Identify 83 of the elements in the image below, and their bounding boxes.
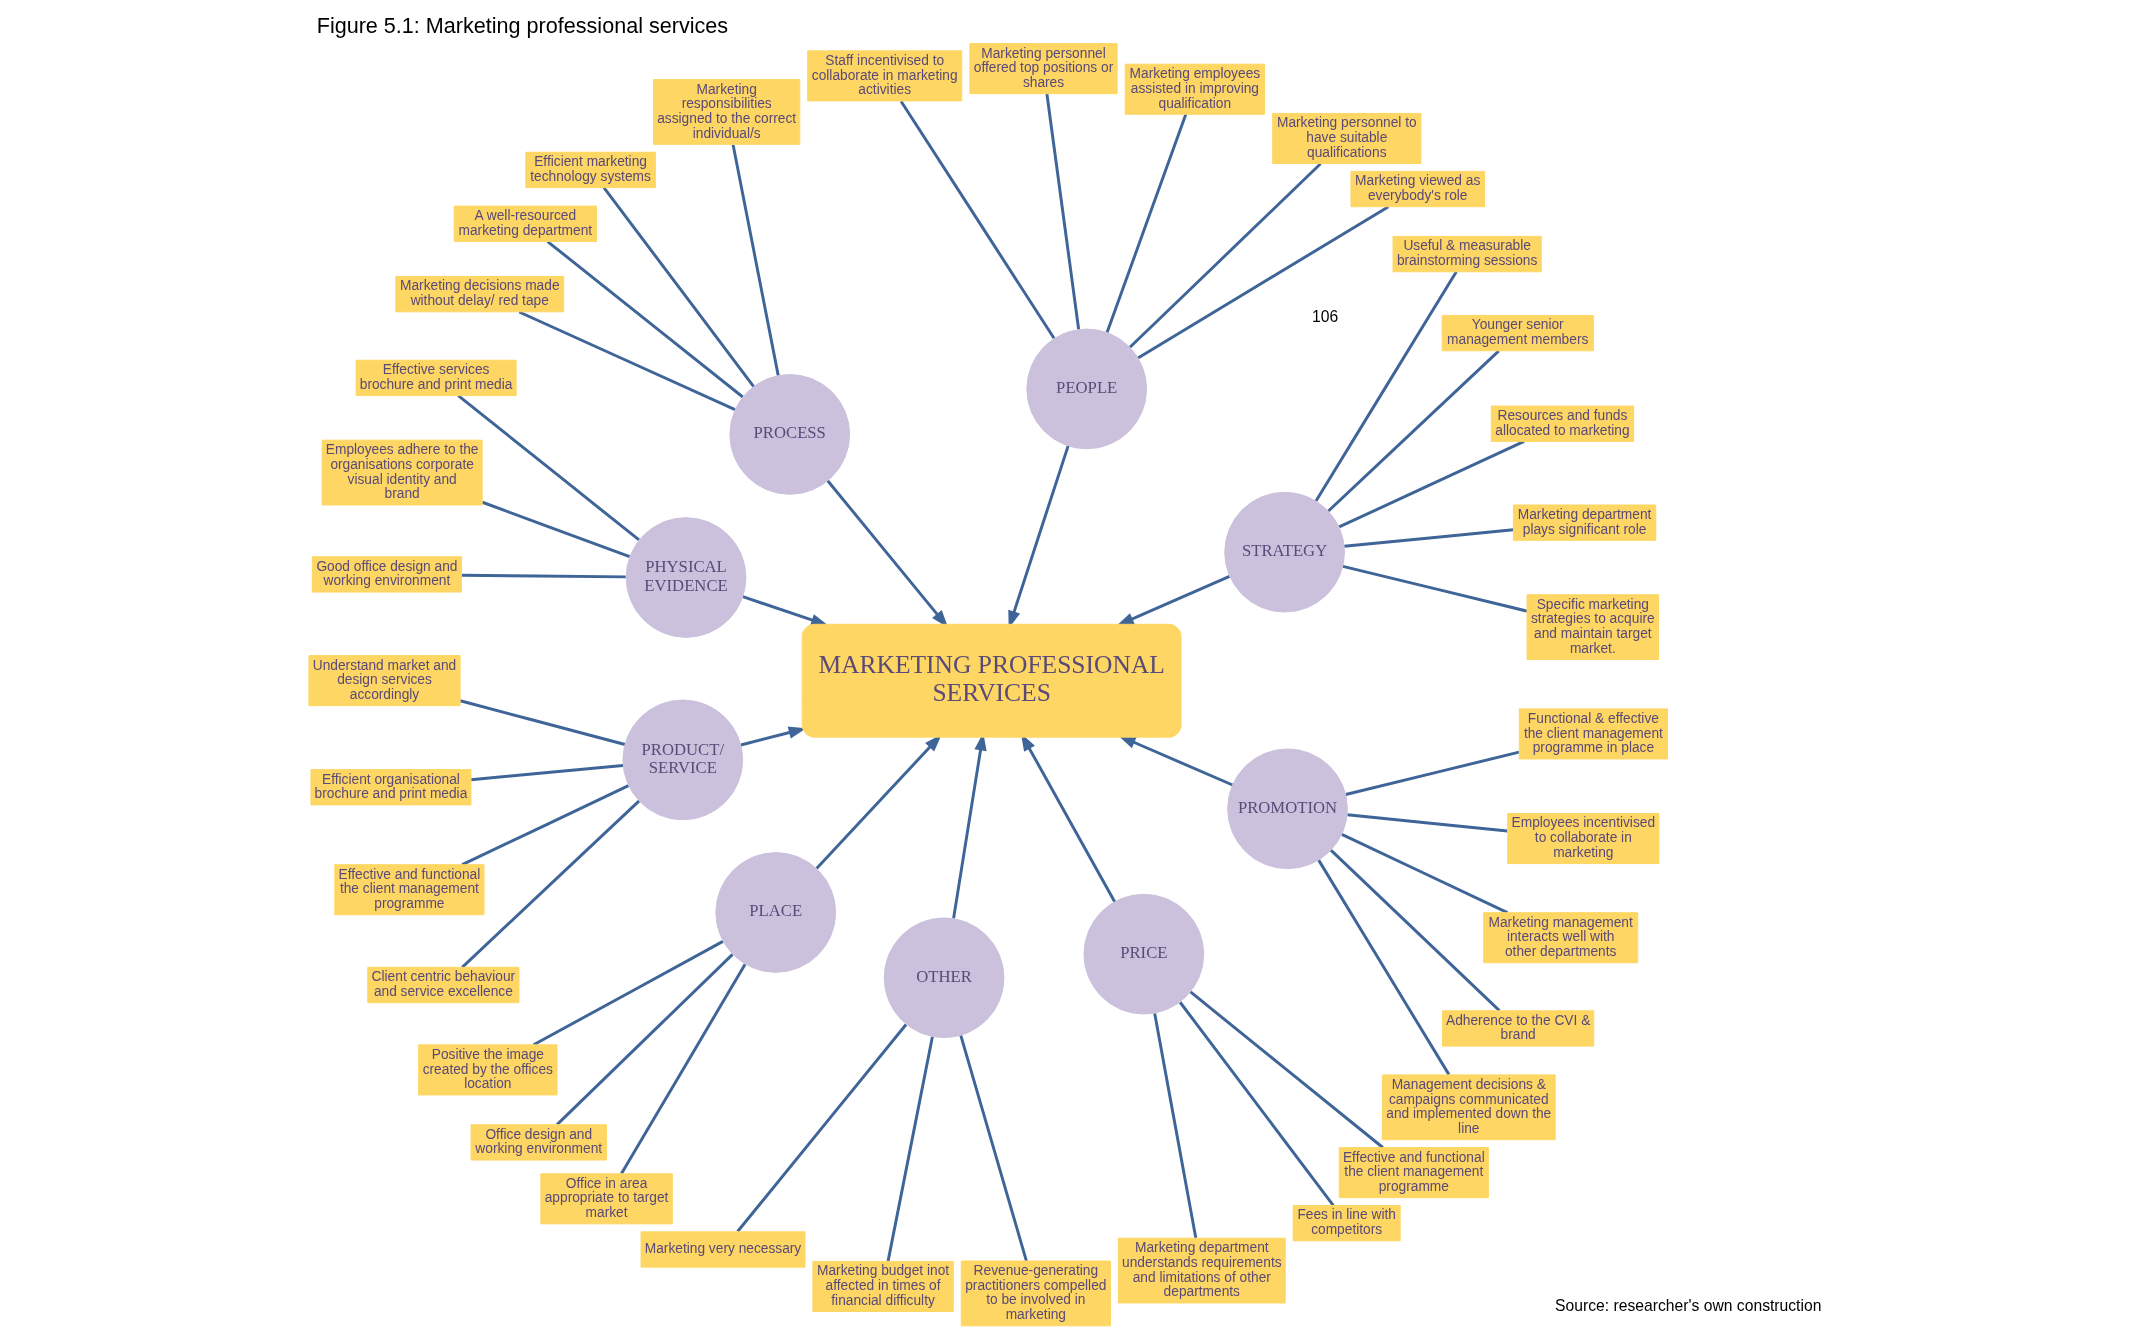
connector	[1344, 528, 1514, 548]
label: 106	[1312, 308, 1339, 326]
node-box: Marketing very necessary	[640, 1231, 806, 1268]
node-circle: PEOPLE	[1026, 328, 1148, 450]
node-box: Office in area appropriate to target market	[540, 1173, 673, 1225]
node-box: Efficient organisational brochure and print media	[310, 769, 472, 806]
node-box: Fees in line with competitors	[1292, 1205, 1401, 1242]
connector	[461, 573, 626, 579]
connector	[459, 699, 626, 746]
node-circle: PRODUCT/ SERVICE	[622, 699, 744, 821]
node-box: Marketing budget inot affected in times of financial difficulty	[812, 1260, 954, 1312]
connector	[1178, 1001, 1335, 1207]
connector	[602, 186, 755, 388]
node-box: Revenue-generating practitioners compelled to be involved in marketing	[960, 1260, 1111, 1327]
connector	[518, 310, 736, 411]
node-box: Marketing department understands requirements and limitations of other departments	[1117, 1237, 1286, 1304]
node-box: Management decisions & campaigns communicated and implemented down the line	[1381, 1074, 1556, 1141]
connector	[1317, 859, 1451, 1076]
node-circle: PHYSICAL EVIDENCE	[625, 517, 747, 638]
connector	[457, 394, 640, 542]
node-box: Employees incentivised to collaborate in marketing	[1507, 813, 1660, 865]
connector	[1347, 813, 1508, 833]
connector	[1153, 1013, 1198, 1239]
node-box: Marketing employees assisted in improving qualification	[1124, 63, 1266, 115]
node-box: Marketing personnel offered top positions or shares	[969, 43, 1118, 95]
node-box: Marketing management interacts well with other departments	[1483, 912, 1639, 964]
connector	[1105, 113, 1188, 334]
connector	[1341, 833, 1509, 914]
diagram-title: Figure 5.1: Marketing professional services	[316, 13, 729, 39]
node-box: Efficient marketing technology systems	[525, 151, 656, 189]
connector	[471, 764, 624, 782]
node-box: Effective and functional the client management programme	[334, 864, 485, 916]
connector	[481, 500, 631, 559]
connector	[1314, 271, 1458, 502]
node-box: Specific marketing strategies to acquire and maintain target market.	[1526, 594, 1660, 660]
node-circle: PLACE	[715, 852, 837, 973]
connector	[1327, 349, 1500, 513]
node-box: Marketing responsibilities assigned to the correct individual/s	[653, 79, 801, 145]
node-box: Marketing decisions made without delay/ red tape	[395, 276, 565, 313]
node-box: Effective services brochure and print media	[355, 359, 517, 397]
connector	[886, 1036, 934, 1262]
node-box: Functional & effective the client management programme in place	[1518, 708, 1668, 760]
node-box: Understand market and design services accordingly	[308, 655, 461, 707]
connector	[899, 100, 1056, 340]
node-circle: PRICE	[1083, 893, 1205, 1015]
connector	[1342, 564, 1528, 613]
node-box: Client centric behaviour and service excellence	[367, 966, 520, 1004]
node-box: Marketing department plays significant role	[1512, 504, 1657, 541]
connector	[1189, 990, 1384, 1149]
connector	[1345, 750, 1520, 796]
connector	[1329, 849, 1501, 1012]
connector	[546, 240, 744, 399]
node-box: Marketing viewed as everybody's role	[1350, 170, 1485, 208]
node-box: Positive the image created by the offices location	[418, 1044, 558, 1096]
connector	[736, 1023, 908, 1233]
arrow	[1116, 575, 1231, 627]
node-circle: PROMOTION	[1227, 748, 1348, 870]
node-circle: STRATEGY	[1224, 491, 1345, 613]
connector	[461, 784, 630, 866]
connector	[461, 799, 641, 969]
connector	[731, 144, 780, 376]
node-box: Marketing personnel to have suitable qualifications	[1272, 112, 1422, 164]
connector	[1045, 93, 1081, 330]
connector	[1338, 440, 1525, 529]
node-box: Staff incentivised to collaborate in marketing activities	[807, 50, 963, 102]
node-box: Good office design and working environment	[311, 556, 462, 593]
node-box: Adherence to the CVI & brand	[1442, 1010, 1595, 1047]
node-box: Office design and working environment	[470, 1124, 607, 1161]
node-box: Resources and funds allocated to marketing	[1490, 405, 1635, 442]
node-box: Younger senior management members	[1441, 314, 1594, 352]
connector	[1128, 162, 1322, 349]
node-circle: OTHER	[883, 917, 1005, 1039]
node-box: MARKETING PROFESSIONAL SERVICES	[801, 623, 1182, 738]
connector	[959, 1034, 1028, 1262]
node-box: Employees adhere to the organisations corporate visual identity and brand	[321, 439, 483, 506]
label: Source: researcher's own construction	[1555, 1297, 1822, 1315]
node-box: Useful & measurable brainstorming sessions	[1392, 235, 1542, 273]
connector	[1137, 205, 1390, 360]
node-circle: PROCESS	[729, 374, 851, 495]
node-box: Effective and functional the client management programme	[1338, 1147, 1489, 1199]
node-box: A well-resourced marketing department	[453, 205, 597, 242]
connector	[556, 953, 734, 1126]
connector	[620, 963, 747, 1175]
